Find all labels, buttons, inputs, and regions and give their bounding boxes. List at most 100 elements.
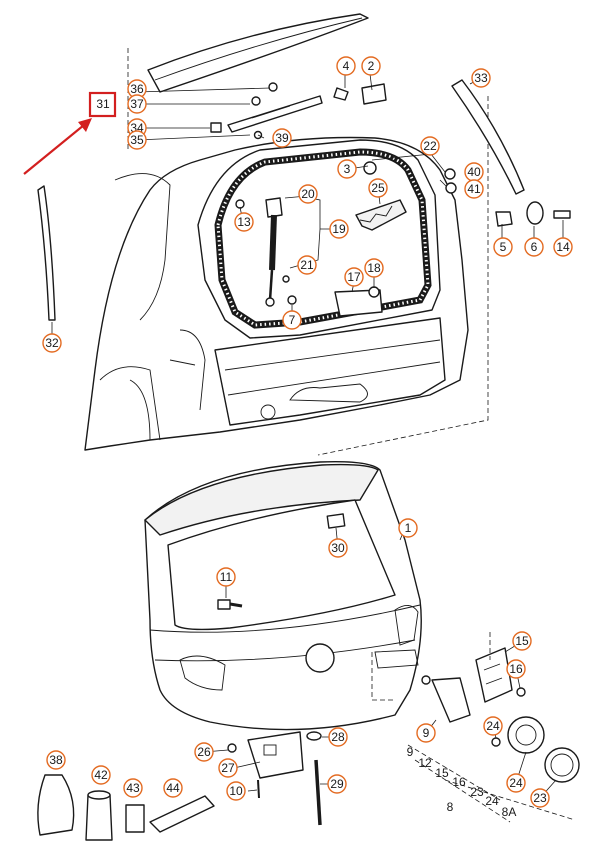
callout-number: 24 [486,719,500,733]
callout-30: 30 [328,538,348,558]
callout-number: 30 [331,541,345,555]
callout-circle [336,56,356,76]
callout-number: 13 [237,215,251,229]
callout-circle [328,538,348,558]
callout-number: 3 [344,162,351,176]
callout-39: 39 [272,128,292,148]
callout-36: 36 [127,79,147,99]
callout-number: 11 [220,570,233,584]
callout-24: 24 [483,716,503,736]
callout-10: 10 [226,781,246,801]
callout-19: 19 [329,219,349,239]
callout-number: 20 [301,187,315,201]
callout-circle [530,788,550,808]
plain-label-24: 24 [485,794,499,808]
rear-window [167,499,396,631]
callout-number: 36 [130,82,144,96]
roof-spoiler [147,13,369,93]
adhesive-tube [149,795,215,833]
callout-circle [416,723,436,743]
callout-circle [216,567,236,587]
callout-32: 32 [42,333,62,353]
brake-light [227,95,323,133]
callout-5: 5 [493,237,513,257]
callout-17: 17 [344,267,364,287]
callout-number: 27 [221,761,235,775]
callout-number: 14 [556,240,570,254]
callout-number: 28 [331,730,345,744]
callout-circle [272,128,292,148]
plain-label-15: 15 [435,766,449,780]
callout-number: 29 [330,777,344,791]
callout-43: 43 [123,778,143,798]
callout-number: 43 [126,781,140,795]
callout-20: 20 [298,184,318,204]
group-boundary-upper [127,48,489,456]
callout-number: 21 [300,258,314,272]
plain-label-8: 8 [447,800,454,814]
hardware-upper [210,82,571,305]
callout-number: 7 [289,313,296,327]
emblem-recess [305,643,335,673]
callout-23: 23 [530,788,550,808]
callout-circle [234,212,254,232]
cleaning-cloth [37,774,75,836]
callout-circle [329,219,349,239]
callout-circle [297,255,317,275]
side-trim-right [451,79,525,195]
callout-3: 3 [337,159,357,179]
emblem-button [507,716,545,754]
container-42 [85,794,113,841]
callout-circle [364,258,384,278]
callout-35: 35 [127,130,147,150]
callout-circle [471,68,491,88]
callout-41: 41 [464,179,484,199]
callout-circle [344,267,364,287]
callout-31-highlighted: 31 [96,97,110,111]
callout-44: 44 [163,778,183,798]
callout-circle [553,237,573,257]
callout-number: 32 [45,336,59,350]
callout-1: 1 [398,518,418,538]
callout-16: 16 [506,659,526,679]
callout-circle [398,518,418,538]
callout-circle [298,184,318,204]
callout-number: 33 [474,71,488,85]
callout-number: 5 [500,240,507,254]
callout-42: 42 [91,765,111,785]
side-trim-left [37,185,56,321]
highlight-box [88,91,117,118]
callout-40: 40 [464,162,484,182]
callout-number: 39 [275,131,289,145]
callout-number: 1 [405,521,412,535]
callout-circle [327,774,347,794]
callout-37: 37 [127,94,147,114]
callout-number: 26 [197,745,211,759]
callout-circle [42,333,62,353]
callout-circle [163,778,183,798]
callout-number: 44 [166,781,180,795]
plain-label-12: 12 [418,756,432,770]
callout-number: 16 [509,662,523,676]
callout-number: 41 [467,182,481,196]
callout-circle [420,136,440,156]
callout-11: 11 [216,567,236,587]
tailgate-section [37,460,580,841]
callout-18: 18 [364,258,384,278]
callout-number: 37 [130,97,144,111]
callout-33: 33 [471,68,491,88]
callout-6: 6 [524,237,544,257]
lock-striker [334,289,383,317]
tailgate-spoiler [144,463,379,536]
callout-circle [328,727,348,747]
callout-circle [194,742,214,762]
callout-number: 42 [94,768,108,782]
callout-circle [226,781,246,801]
callout-number: 24 [509,776,523,790]
callout-number: 15 [515,634,529,648]
callout-number: 2 [368,59,375,73]
highlight-marker [23,91,117,175]
callout-21: 21 [297,255,317,275]
